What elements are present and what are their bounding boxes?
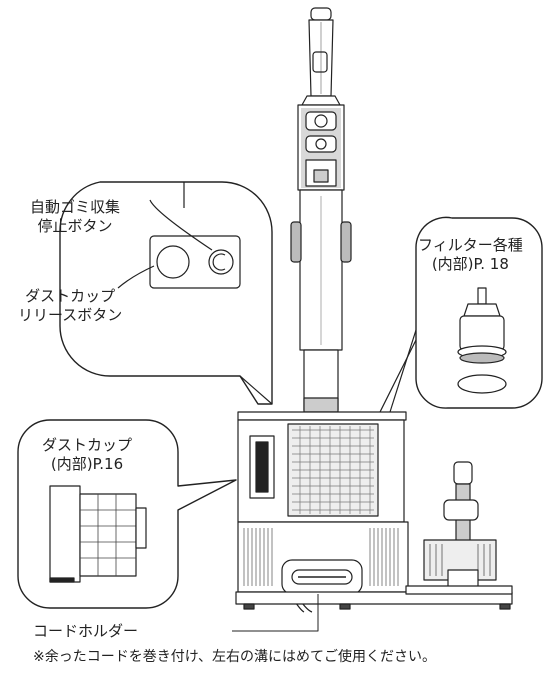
callout-buttons (59, 181, 273, 405)
handheld-attachment (405, 461, 513, 595)
label-release-line1: ダストカップ (25, 287, 116, 305)
label-release-line2: リリースボタン (18, 306, 123, 324)
label-filters-line2: (内部)P. 18 (431, 255, 509, 273)
label-filters: フィルター各種 (内部)P. 18 (418, 236, 523, 274)
label-release-button: ダストカップ リリースボタン (18, 287, 122, 325)
label-filters-line1: フィルター各種 (418, 236, 523, 254)
callout-dustcup (17, 419, 237, 609)
stick-vacuum (290, 7, 352, 413)
label-stop-line2: 停止ボタン (37, 217, 113, 235)
dock-base (235, 411, 513, 613)
usage-note: ※余ったコードを巻き付け、左右の溝にはめてご使用ください。 (33, 649, 437, 665)
label-dustcup-line2: (内部)P.16 (50, 455, 124, 473)
callout-filters (379, 216, 543, 413)
label-cord-holder: コードホルダー (33, 622, 139, 640)
label-stop-line1: 自動ゴミ収集 (30, 198, 121, 216)
label-dustcup-line1: ダストカップ (42, 436, 133, 454)
label-stop-button: 自動ゴミ収集 停止ボタン (30, 198, 120, 236)
cord-leader-line (232, 594, 319, 632)
label-dust-cup: ダストカップ (内部)P.16 (42, 436, 132, 474)
